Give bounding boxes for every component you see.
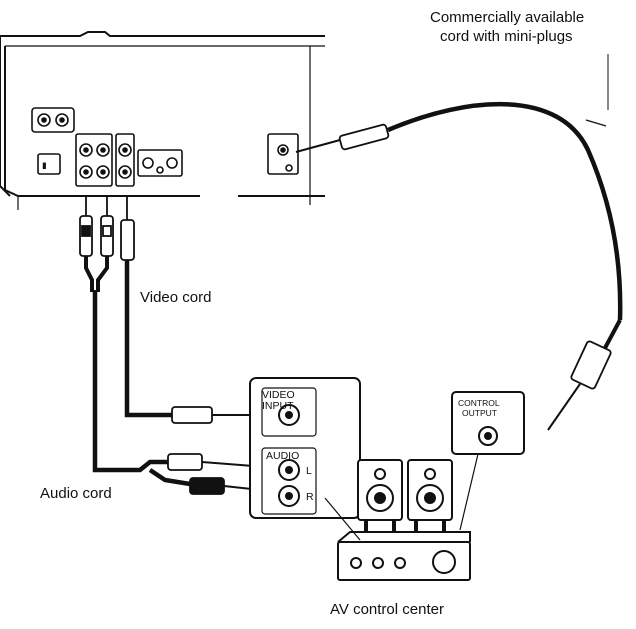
audio-label: AUDIO xyxy=(266,450,299,462)
left-speaker xyxy=(357,459,403,536)
control-output-label-2: OUTPUT xyxy=(462,408,497,418)
control-output-label-1: CONTROL xyxy=(458,398,500,408)
video-input-label-2: INPUT xyxy=(262,400,294,412)
video-input-label-1: VIDEO xyxy=(262,389,295,401)
player-jacks: ▮ xyxy=(31,107,299,187)
control-output-panel xyxy=(451,391,525,455)
right-speaker xyxy=(407,459,453,536)
mini-plug-cord-label-1: Commercially available xyxy=(430,9,584,26)
video-cord-label: Video cord xyxy=(140,289,211,306)
audio-cord-label: Audio cord xyxy=(40,485,112,502)
right-channel-label: R xyxy=(306,491,314,503)
leader-lines xyxy=(324,453,479,541)
video-cord xyxy=(120,196,268,424)
left-channel-label: L xyxy=(306,465,312,477)
av-input-panel xyxy=(249,377,361,519)
mini-plug-cord xyxy=(295,54,623,431)
player-rear-panel xyxy=(0,31,325,210)
mini-plug-cord-label-2: cord with mini-plugs xyxy=(440,28,573,45)
av-control-center-label: AV control center xyxy=(330,601,444,618)
svg-text:▮: ▮ xyxy=(42,160,47,170)
av-control-center xyxy=(337,531,471,581)
